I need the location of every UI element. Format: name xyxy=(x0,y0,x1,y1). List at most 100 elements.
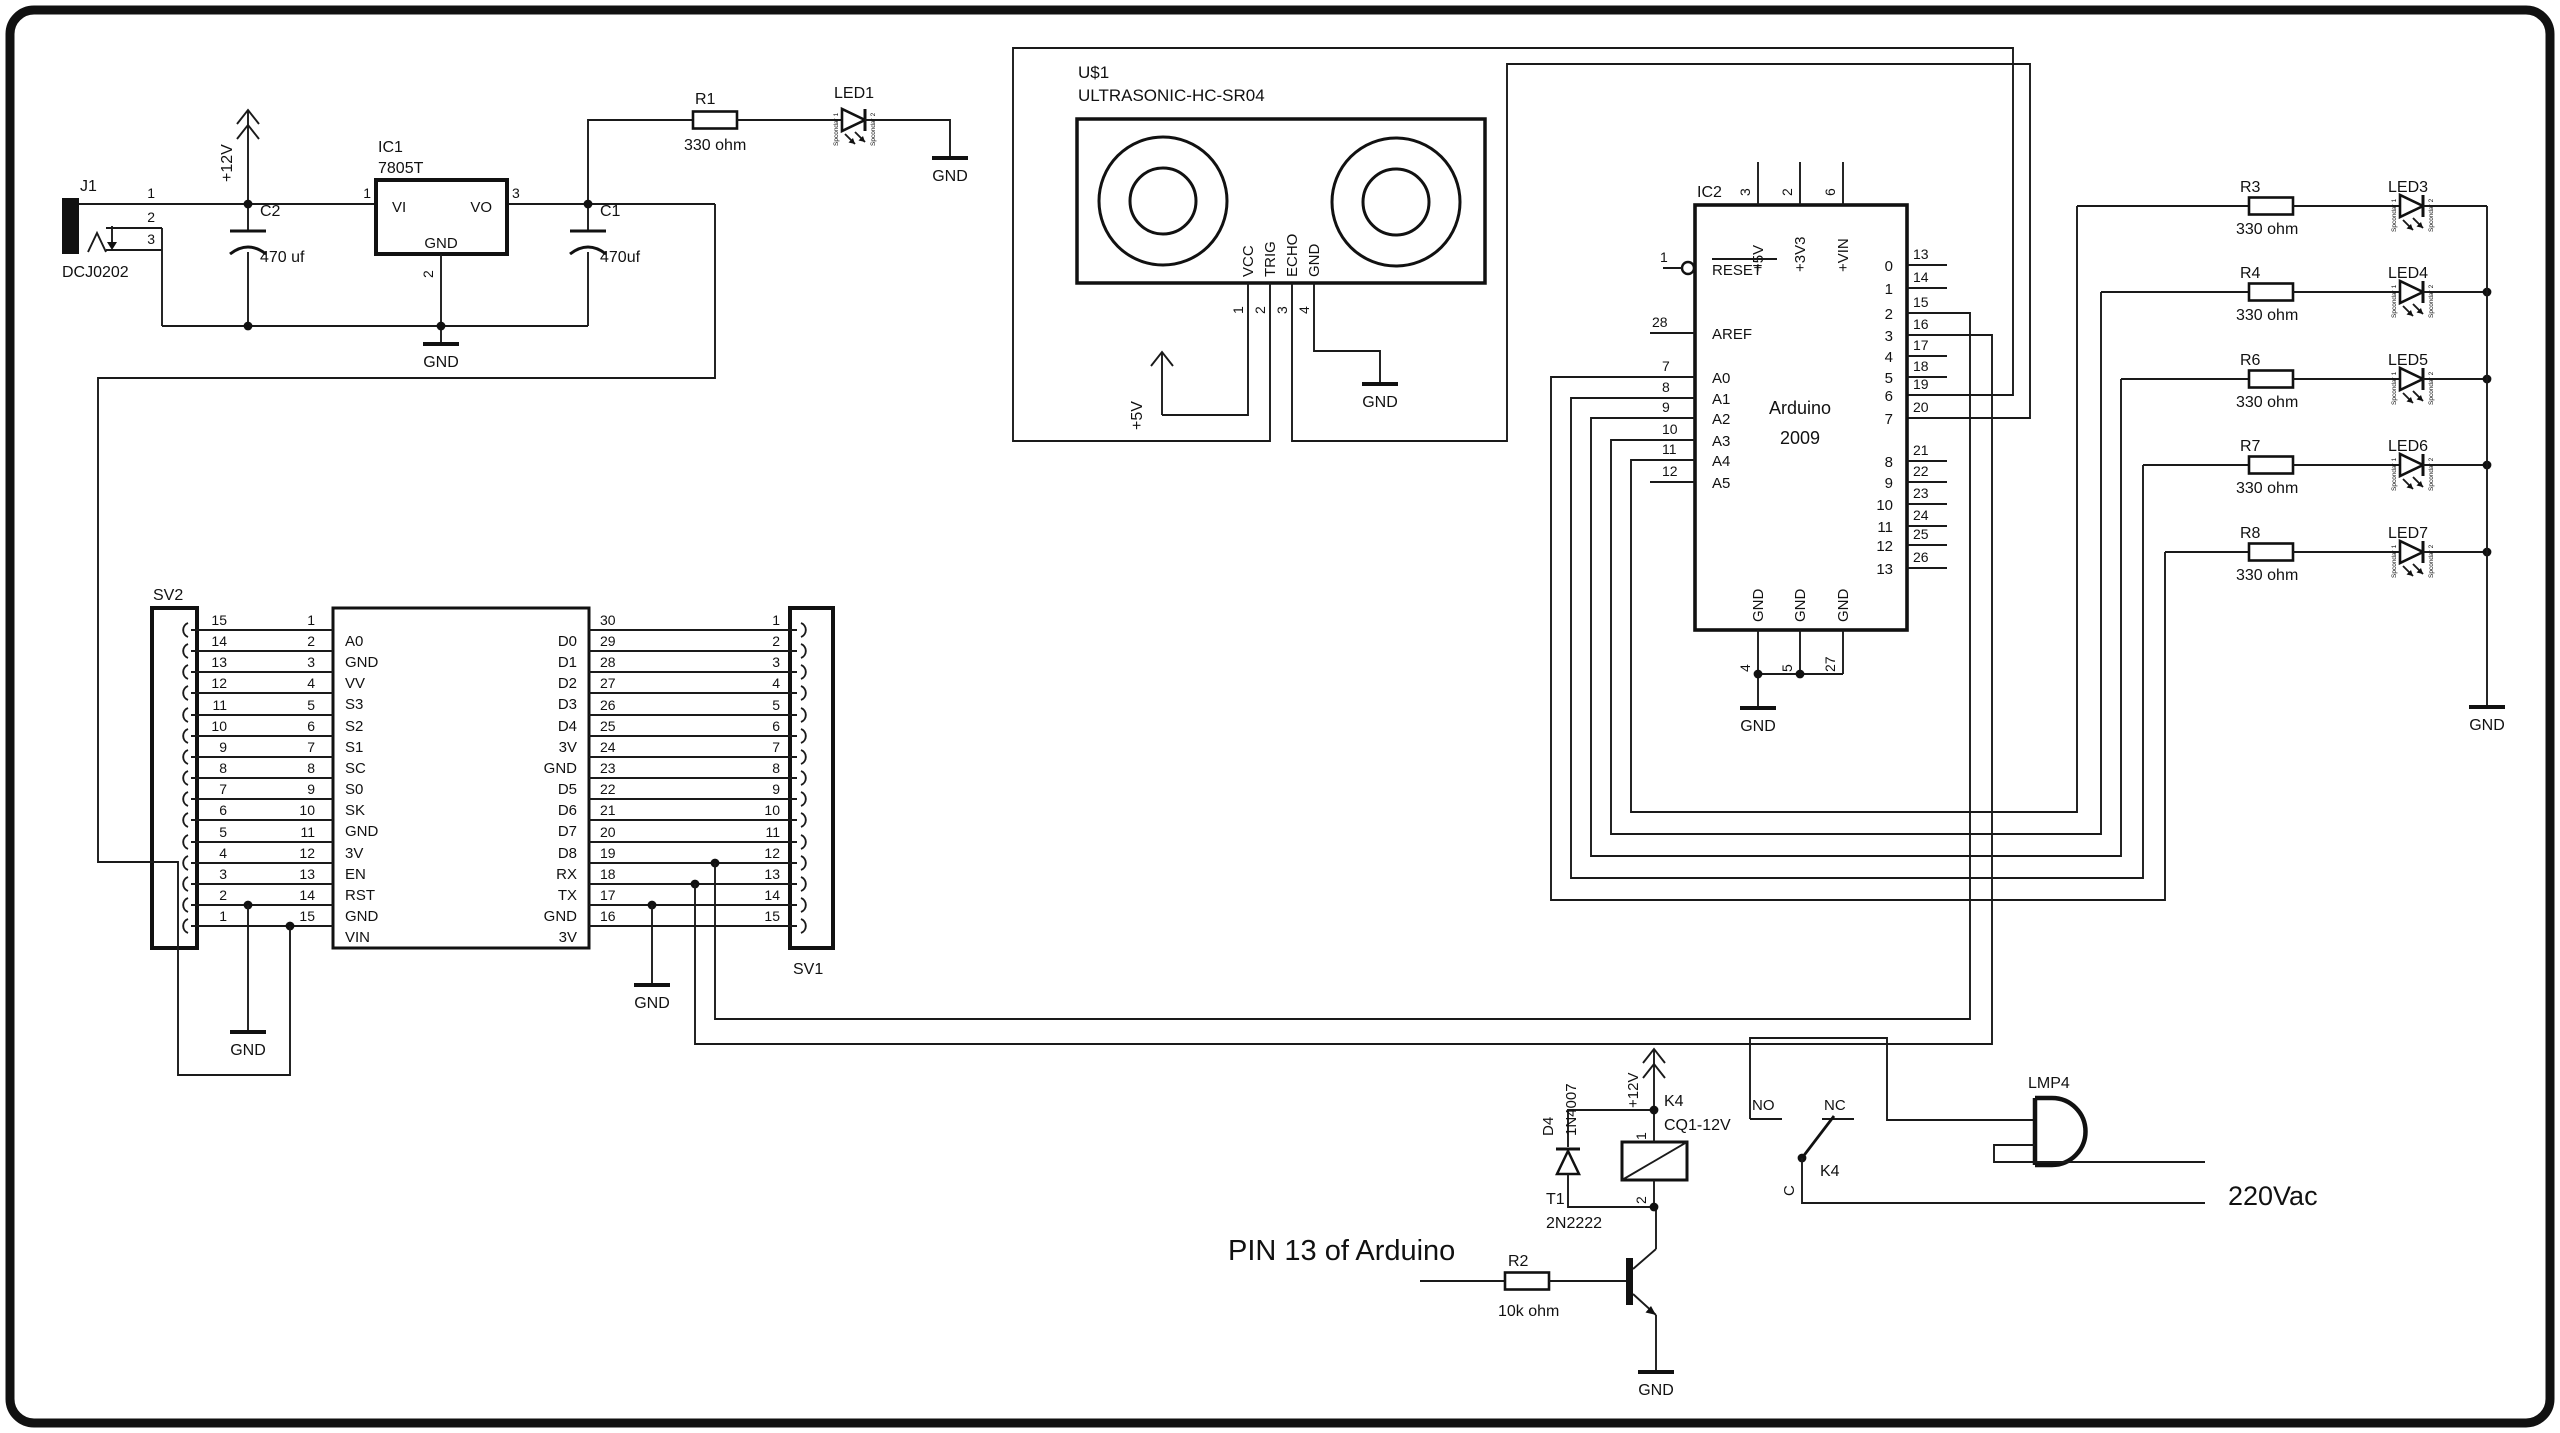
digital-name-6: 6 xyxy=(1885,388,1893,405)
junction-dot xyxy=(243,321,253,331)
ultrasonic-pin-GND: GND xyxy=(1306,244,1323,278)
j1-pin2-num: 2 xyxy=(147,209,155,225)
digital-num-19: 19 xyxy=(1913,376,1929,392)
module-right-num: 28 xyxy=(600,654,616,670)
module-right-pin-D8: D8 xyxy=(558,845,577,862)
analog-route-A2 xyxy=(1590,379,2122,857)
ic1-pin-vo: VO xyxy=(470,199,492,216)
header-pin-hook xyxy=(800,749,807,765)
cap-plate-curved xyxy=(229,245,267,256)
sv1-left-num: 11 xyxy=(765,824,780,840)
digital-num-24: 24 xyxy=(1913,507,1929,523)
module-right-pin-RX: RX xyxy=(556,866,577,883)
j1-ref: J1 xyxy=(80,178,97,195)
psu-gnd-label: GND xyxy=(423,354,459,371)
header-pin-hook xyxy=(182,855,189,871)
header-pin-hook xyxy=(182,643,189,659)
relay-gnd-label: GND xyxy=(1638,1382,1674,1399)
led1-ref: LED1 xyxy=(834,85,874,102)
sv1-left-num: 3 xyxy=(772,654,780,670)
header-pin-hook xyxy=(182,749,189,765)
plus12v-label: +12V xyxy=(219,144,236,182)
c1-ref: C1 xyxy=(600,203,621,220)
module-right-pin-GND: GND xyxy=(544,760,578,777)
ic1-part: 7805T xyxy=(378,160,424,177)
collector-lead xyxy=(1632,1248,1657,1270)
junction-dot xyxy=(1649,1105,1659,1115)
k4-coil-part: CQ1-12V xyxy=(1664,1117,1731,1134)
analog-num-9: 9 xyxy=(1662,399,1670,415)
sv1-left-num: 12 xyxy=(764,845,780,861)
led-pin-label-2: Spcondar 2 xyxy=(2428,544,2435,578)
transducer-inner-2 xyxy=(1361,167,1431,237)
header-pin-hook xyxy=(800,876,807,892)
contact-no-label: NO xyxy=(1752,1097,1775,1114)
module-body xyxy=(331,606,591,950)
sv2-left-num: 9 xyxy=(219,739,227,755)
res-ref-R6: R6 xyxy=(2240,352,2261,369)
digital-name-13: 13 xyxy=(1876,561,1893,578)
module-right-num: 17 xyxy=(600,887,616,903)
digital-num-25: 25 xyxy=(1913,526,1929,542)
r1-ref: R1 xyxy=(695,91,716,108)
module-left-pin-SC: SC xyxy=(345,760,366,777)
junction-dot xyxy=(1795,669,1805,679)
reset-num: 1 xyxy=(1660,249,1668,265)
sv2-right-num: 5 xyxy=(307,697,315,713)
no-to-lamp-wire xyxy=(1749,1037,2035,1121)
led-arrow-head xyxy=(2406,483,2413,489)
digital-name-0: 0 xyxy=(1885,258,1893,275)
led-symbol-LED3 xyxy=(2398,192,2427,220)
module-right-pin-3V: 3V xyxy=(559,929,577,946)
module-left-pin-S0: S0 xyxy=(345,781,363,798)
module-right-num: 19 xyxy=(600,845,616,861)
header-pin-hook xyxy=(182,707,189,723)
sv2-right-num: 11 xyxy=(300,824,315,840)
j1-part: DCJ0202 xyxy=(62,264,129,281)
header-pin-hook xyxy=(800,685,807,701)
digital-num-17: 17 xyxy=(1913,337,1929,353)
led-arrow-head xyxy=(2406,224,2413,230)
res-ref-R3: R3 xyxy=(2240,179,2261,196)
ultrasonic-pin-num-1: 1 xyxy=(1230,306,1246,314)
analog-route-A1 xyxy=(1570,397,2144,879)
arduino-gndpin-num-5: 5 xyxy=(1779,664,1795,672)
led-arrow-head xyxy=(2406,570,2413,576)
sv2-left-num: 12 xyxy=(211,675,227,691)
sv2-left-num: 8 xyxy=(219,760,227,776)
sv2-body xyxy=(150,606,199,950)
ultrasonic-ref: U$1 xyxy=(1078,63,1109,82)
transducer-inner-1 xyxy=(1128,166,1198,236)
sv1-left-num: 14 xyxy=(764,887,780,903)
sv1-left-num: 5 xyxy=(772,697,780,713)
digital-name-8: 8 xyxy=(1885,454,1893,471)
reset-bubble xyxy=(1680,260,1696,276)
trig-route xyxy=(1012,47,2014,442)
digital-name-10: 10 xyxy=(1876,497,1893,514)
led1-symbol xyxy=(840,106,869,134)
lamp-ref: LMP4 xyxy=(2028,1075,2070,1092)
led-pin-label-2: Spcondar 2 xyxy=(2428,198,2435,232)
arduino-top-num-6: 6 xyxy=(1822,188,1838,196)
d4-ref: D4 xyxy=(1540,1117,1557,1136)
sv2-left-num: 4 xyxy=(219,845,227,861)
led-ref-LED7: LED7 xyxy=(2388,525,2428,542)
arduino-gnd-label: GND xyxy=(1740,718,1776,735)
plus5v-label: +5V xyxy=(1129,401,1146,430)
module-left-pin-GND: GND xyxy=(345,654,379,671)
module-right-pin-D3: D3 xyxy=(558,696,577,713)
sv1-left-num: 7 xyxy=(772,739,780,755)
r1-symbol xyxy=(691,110,739,130)
module-left-pin-3V: 3V xyxy=(345,845,363,862)
jack-switch-symbol xyxy=(87,230,107,253)
led-symbol-LED6 xyxy=(2398,451,2427,479)
ic1-num-vo: 3 xyxy=(512,185,520,201)
module-right-pin-D4: D4 xyxy=(558,718,577,735)
module-right-num: 24 xyxy=(600,739,616,755)
ultrasonic-pin-VCC: VCC xyxy=(1240,245,1257,277)
reset-name: RESET xyxy=(1712,262,1762,279)
sv2-left-num: 7 xyxy=(219,781,227,797)
module-right-pin-D0: D0 xyxy=(558,633,577,650)
digital-name-2: 2 xyxy=(1885,306,1893,323)
header-pin-hook xyxy=(800,812,807,828)
